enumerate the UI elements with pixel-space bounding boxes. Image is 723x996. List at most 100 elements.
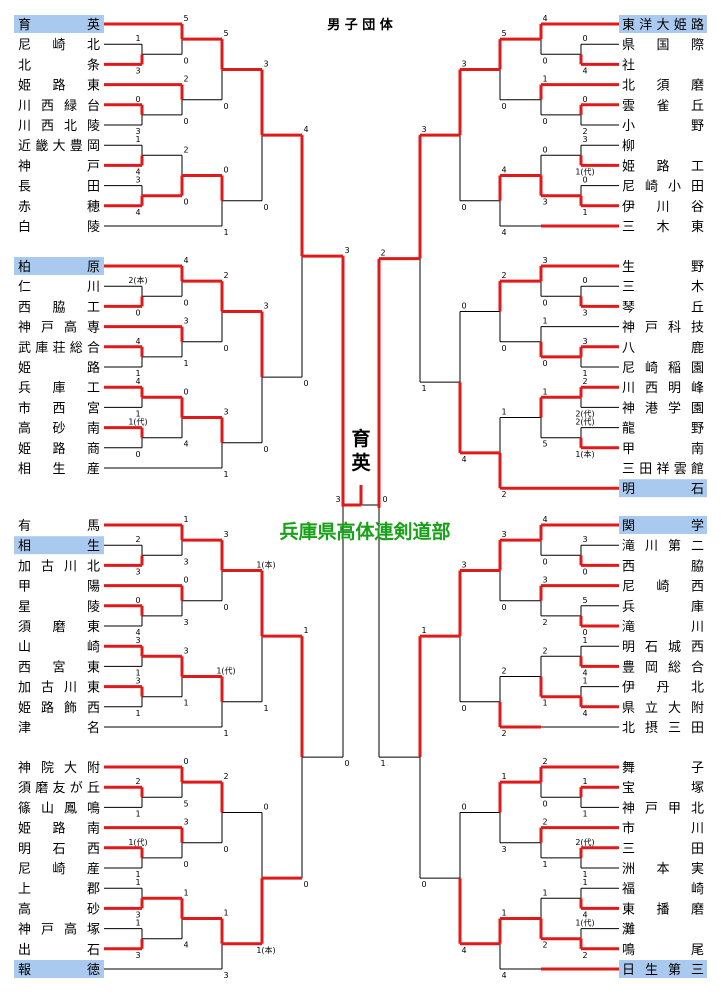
score-label: 5 bbox=[183, 799, 188, 808]
score-label: 5 bbox=[542, 440, 547, 449]
score-label: 4 bbox=[501, 971, 506, 980]
score-label: 2 bbox=[501, 490, 506, 499]
score-label: 4 bbox=[135, 337, 140, 346]
left-team-name: 姫路飾西 bbox=[18, 700, 100, 716]
match-scores: 130314345020205001302(本)041411(代)0403104… bbox=[128, 14, 594, 980]
right-team-name: 舞子 bbox=[622, 761, 704, 776]
score-label: 3 bbox=[135, 910, 140, 919]
left-team-name: 有馬 bbox=[18, 519, 100, 534]
score-label: 1(本) bbox=[575, 449, 594, 459]
score-label: 4 bbox=[183, 256, 188, 265]
score-label: 3 bbox=[582, 308, 587, 317]
score-label: 1 bbox=[582, 208, 587, 217]
left-team-name: 出石 bbox=[18, 943, 100, 958]
right-team-name: 三田 bbox=[622, 842, 704, 857]
score-label: 2(代) bbox=[575, 408, 594, 418]
score-label: 1 bbox=[582, 777, 587, 786]
score-label: 4 bbox=[135, 628, 140, 637]
score-label: 2 bbox=[501, 729, 506, 738]
right-team-name: 三木東 bbox=[622, 219, 704, 235]
score-label: 1 bbox=[183, 515, 188, 524]
score-label: 0 bbox=[344, 759, 349, 768]
right-team-list: 東洋大姫路県国際社北須磨雲雀丘小野柳姫路工尼崎小田伊川谷三木東生野三木琴丘神戸科… bbox=[619, 15, 707, 978]
right-team-name: 洲本実 bbox=[622, 861, 704, 877]
score-label: 1(本) bbox=[256, 559, 275, 569]
right-team-name: 灘 bbox=[622, 923, 635, 938]
score-label: 0 bbox=[461, 802, 466, 811]
left-team-name: 兵庫工 bbox=[18, 381, 100, 396]
score-label: 1 bbox=[135, 369, 140, 378]
right-team-name: 豊岡総合 bbox=[622, 660, 704, 675]
seed-highlight bbox=[14, 15, 104, 33]
score-label: 0 bbox=[303, 880, 308, 889]
score-label: 1 bbox=[421, 626, 426, 635]
score-label: 1 bbox=[223, 909, 228, 918]
score-label: 1(代) bbox=[575, 918, 594, 928]
score-label: 0 bbox=[183, 757, 188, 766]
seed-highlight bbox=[14, 960, 104, 978]
score-label: 3 bbox=[183, 646, 188, 655]
score-label: 4 bbox=[303, 125, 308, 134]
score-label: 0 bbox=[582, 95, 587, 104]
score-label: 2 bbox=[542, 818, 547, 827]
left-team-name: 西宮東 bbox=[18, 659, 100, 675]
seed-highlight bbox=[14, 257, 104, 275]
left-team-name: 甲陽 bbox=[18, 580, 100, 595]
score-label: 1 bbox=[135, 34, 140, 43]
score-label: 4 bbox=[135, 167, 140, 176]
score-label: 1(代) bbox=[575, 166, 594, 176]
score-label: 0 bbox=[542, 117, 547, 126]
score-label: 5 bbox=[223, 29, 228, 38]
score-label: 0 bbox=[183, 387, 188, 396]
score-label: 3 bbox=[223, 530, 228, 539]
score-label: 4 bbox=[582, 709, 587, 718]
score-label: 4 bbox=[582, 910, 587, 919]
score-label: 0 bbox=[263, 802, 268, 811]
left-team-name: 加古川東 bbox=[18, 680, 100, 696]
right-team-name: 県国際 bbox=[622, 38, 704, 53]
right-team-name: 小野 bbox=[622, 119, 704, 134]
score-label: 4 bbox=[461, 455, 466, 464]
right-team-name: 生野 bbox=[622, 260, 704, 275]
score-label: 0 bbox=[223, 166, 228, 175]
score-label: 3 bbox=[183, 317, 188, 326]
score-label: 3 bbox=[542, 256, 547, 265]
left-team-name: 北条 bbox=[18, 57, 100, 73]
score-label: 1 bbox=[542, 888, 547, 897]
seed-highlight bbox=[619, 516, 707, 534]
score-label: 2 bbox=[501, 667, 506, 676]
score-label: 3 bbox=[135, 636, 140, 645]
right-team-name: 北摂三田 bbox=[622, 720, 704, 736]
score-label: 0 bbox=[542, 557, 547, 566]
left-team-name: 相生産 bbox=[18, 461, 100, 477]
score-label: 3 bbox=[135, 951, 140, 960]
score-label: 2 bbox=[380, 249, 385, 258]
score-label: 3 bbox=[135, 176, 140, 185]
score-label: 2 bbox=[183, 75, 188, 84]
champion-char: 英 bbox=[351, 451, 371, 474]
score-label: 3 bbox=[582, 135, 587, 144]
score-label: 0 bbox=[382, 495, 387, 504]
right-team-name: 県立大附 bbox=[622, 701, 704, 716]
score-label: 3 bbox=[501, 845, 506, 854]
left-team-name: 尼崎産 bbox=[18, 861, 100, 877]
score-label: 1 bbox=[542, 699, 547, 708]
score-label: 5 bbox=[582, 596, 587, 605]
score-label: 1 bbox=[135, 709, 140, 718]
score-label: 4 bbox=[582, 668, 587, 677]
champion-label: 育英 bbox=[351, 427, 371, 474]
bracket-lines bbox=[104, 39, 619, 970]
right-team-name: 東播磨 bbox=[622, 901, 704, 917]
score-label: 2(代) bbox=[575, 417, 594, 427]
score-label: 1 bbox=[501, 772, 506, 781]
left-team-name: 篠山鳳鳴 bbox=[18, 801, 100, 816]
score-label: 2 bbox=[183, 145, 188, 154]
score-label: 4 bbox=[183, 941, 188, 950]
score-label: 3 bbox=[223, 971, 228, 980]
score-label: 1 bbox=[135, 809, 140, 818]
score-label: 3 bbox=[501, 530, 506, 539]
score-label: 1 bbox=[501, 408, 506, 417]
right-team-name: 八鹿 bbox=[622, 340, 704, 356]
score-label: 0 bbox=[303, 379, 308, 388]
score-label: 1 bbox=[542, 860, 547, 869]
